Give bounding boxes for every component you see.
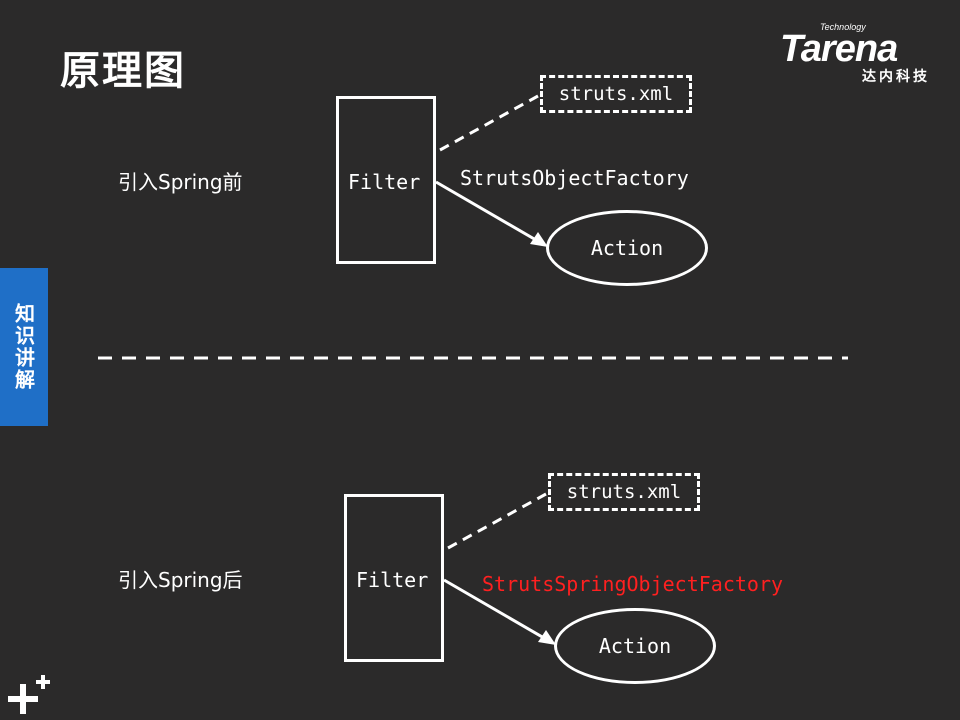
top-caption: 引入Spring前	[118, 170, 243, 194]
top-action-label: Action	[590, 236, 664, 260]
plus-decoration-icon	[8, 675, 50, 714]
bottom-config-dashed-line	[447, 492, 547, 550]
bottom-arrow-head	[538, 630, 556, 645]
bottom-factory-label: StrutsSpringObjectFactory	[482, 572, 784, 596]
bottom-config-label: struts.xml	[566, 481, 682, 503]
top-config-box: struts.xml	[540, 75, 692, 113]
bottom-caption: 引入Spring后	[118, 568, 243, 592]
top-config-dashed-line	[439, 94, 539, 152]
slide-title: 原理图	[60, 48, 186, 94]
logo-sub-text: 达内科技	[862, 69, 930, 85]
logo-main-text: Tarena	[780, 28, 898, 70]
top-factory-arrow	[435, 180, 537, 242]
side-tab: 知识讲解	[0, 268, 48, 426]
bottom-filter-label: Filter	[356, 568, 429, 592]
side-tab-label: 知识讲解	[11, 303, 36, 391]
top-filter-label: Filter	[348, 170, 421, 194]
top-factory-label: StrutsObjectFactory	[460, 166, 689, 190]
bottom-action-label: Action	[598, 634, 672, 658]
top-filter-box	[336, 96, 436, 264]
bottom-action-node: Action	[554, 608, 716, 684]
tarena-logo: Technology Tarena 达内科技	[780, 22, 948, 85]
top-arrow-head	[530, 232, 548, 247]
logo-small-text: Technology	[820, 22, 866, 32]
bottom-filter-box	[344, 494, 444, 662]
top-config-label: struts.xml	[558, 83, 674, 105]
bottom-config-box: struts.xml	[548, 473, 700, 511]
top-action-node: Action	[546, 210, 708, 286]
bottom-factory-arrow	[443, 578, 545, 640]
